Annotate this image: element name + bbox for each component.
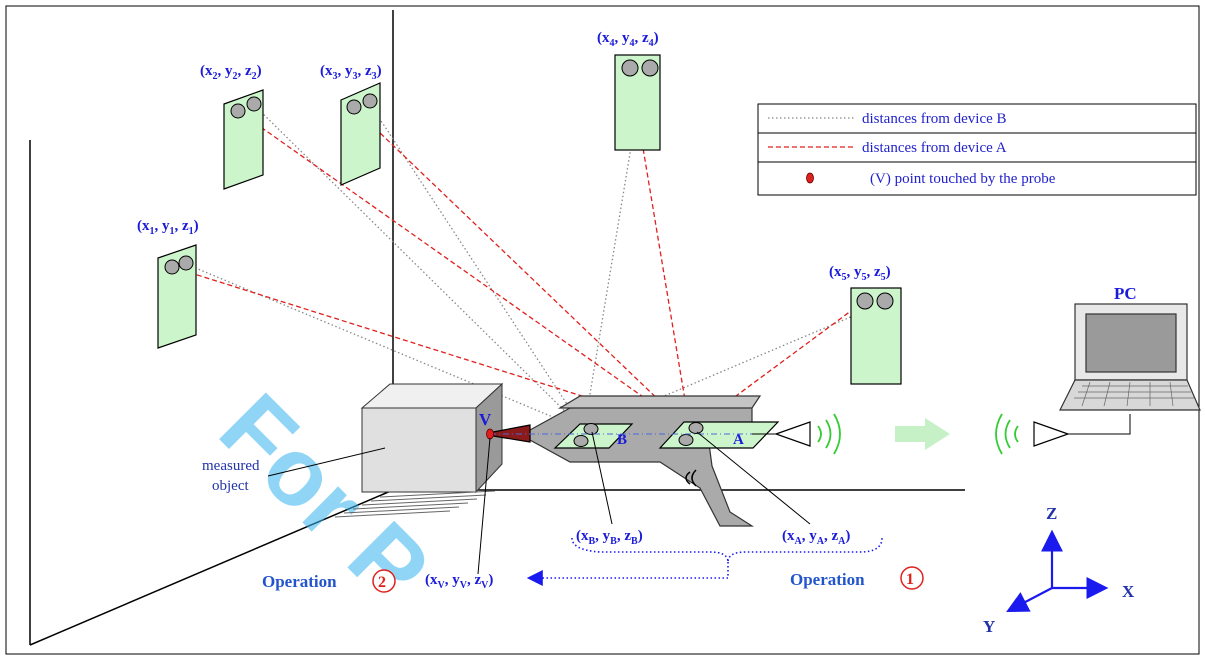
axis-y-label: Y [983, 617, 995, 636]
operation-1-badge [900, 566, 924, 590]
coord-label-5: (x5, y5, z5) [829, 264, 891, 283]
gun-label-b: B [617, 432, 627, 448]
device-panel-2 [223, 89, 264, 190]
coord-label-3: (x3, y3, z3) [320, 63, 382, 82]
coord-label-1: (x1, y1, z1) [137, 218, 199, 237]
laptop-pc-icon [1059, 303, 1201, 411]
coord-label-2: (x2, y2, z2) [200, 63, 262, 82]
device-panel-5 [850, 287, 902, 385]
coord-label-b: (xB, yB, zB) [576, 528, 643, 547]
axis-x-label: X [1122, 582, 1135, 601]
coord-label-4: (x4, y4, z4) [597, 30, 659, 49]
probe-gun [492, 395, 762, 527]
operation-1-label: Operation [790, 570, 865, 589]
gun-panel-a [658, 421, 780, 449]
probe-point-v-icon [486, 428, 494, 440]
outer-frame [5, 5, 1200, 655]
combine-brace [571, 537, 883, 563]
coord-label-v: (xV, yV, zV) [425, 572, 493, 591]
gun-panel-b [553, 423, 634, 449]
operation-2-label: Operation [262, 572, 337, 591]
object-label-line2: object [212, 478, 249, 494]
legend: distances from device B distances from d… [757, 103, 1197, 196]
operation-1-number: 1 [906, 571, 914, 588]
object-label-line1: measured [202, 458, 260, 474]
pc-antenna-icon [995, 413, 1131, 455]
coord-label-a: (xA, yA, zA) [782, 528, 850, 547]
axis-z-label: Z [1046, 504, 1057, 523]
device-panel-4 [614, 54, 661, 151]
pc-label: PC [1114, 284, 1137, 303]
legend-a-label: distances from device A [862, 140, 1007, 156]
legend-v-label: (V) point touched by the probe [870, 171, 1056, 187]
legend-probe-point-icon [806, 172, 814, 184]
device-panel-1 [157, 244, 197, 349]
floor-hatching [334, 490, 496, 518]
operation-2-badge [372, 569, 396, 593]
device-panel-3 [340, 82, 381, 186]
object-pointer-line [267, 447, 386, 477]
legend-b-label: distances from device B [862, 111, 1007, 127]
measured-object [360, 382, 504, 494]
transfer-arrow-icon [895, 418, 950, 450]
combine-arrow [526, 562, 729, 586]
xyz-axes [1006, 529, 1109, 613]
pointer-line-v [477, 437, 491, 575]
pointer-line-b [591, 431, 613, 525]
probe-point-v-label: V [479, 410, 492, 429]
gun-antenna-icon [752, 413, 841, 455]
gun-label-a: A [733, 432, 744, 448]
operation-2-number: 2 [378, 574, 386, 591]
pointer-line-a [696, 431, 811, 525]
